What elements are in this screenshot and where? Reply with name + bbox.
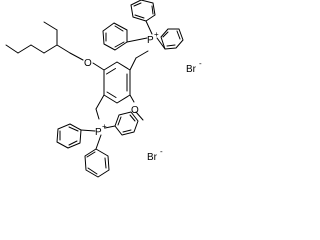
top-right-phenyl <box>160 28 184 50</box>
top-p-bond-right <box>156 37 166 50</box>
bromide-label-1: Br <box>186 64 197 75</box>
bottom-right-phenyl <box>114 111 139 136</box>
chemical-structure: O O P + P + Br - Br - <box>5 0 202 178</box>
central-benzene-ring <box>103 61 131 104</box>
upper-ch2-bond-1 <box>129 57 137 71</box>
top-p-bond-left <box>126 37 148 43</box>
bromide-label-2: Br <box>147 152 158 163</box>
bottom-left-phenyl <box>56 123 82 149</box>
bottom-p-bond-down <box>95 134 102 150</box>
bottom-down-phenyl <box>84 148 110 178</box>
upper-ch2-bond-2 <box>135 50 149 59</box>
oxygen-label-top: O <box>84 58 92 69</box>
top-upper-phenyl <box>130 0 156 22</box>
ethylhexyl-chain <box>5 21 105 71</box>
bromide-charge-2: - <box>160 147 163 156</box>
top-p-bond-up <box>145 20 153 35</box>
methoxy-group <box>129 94 144 121</box>
phosphorus-label-top: P <box>147 35 154 46</box>
phosphonium-charge-top: + <box>154 30 159 39</box>
oxygen-label-bottom: O <box>131 105 139 116</box>
bottom-p-bond-right <box>104 125 116 129</box>
phosphorus-label-bottom: P <box>95 127 102 138</box>
top-left-phenyl <box>102 22 128 51</box>
structure-canvas: O O P + P + Br - Br - <box>5 0 202 178</box>
bromide-charge-1: - <box>199 59 202 68</box>
bottom-p-bond-left <box>80 129 96 132</box>
phosphonium-charge-bottom: + <box>102 122 107 131</box>
lower-ch2-bond-1 <box>95 94 105 110</box>
lower-ch2-bond-2 <box>95 108 100 120</box>
